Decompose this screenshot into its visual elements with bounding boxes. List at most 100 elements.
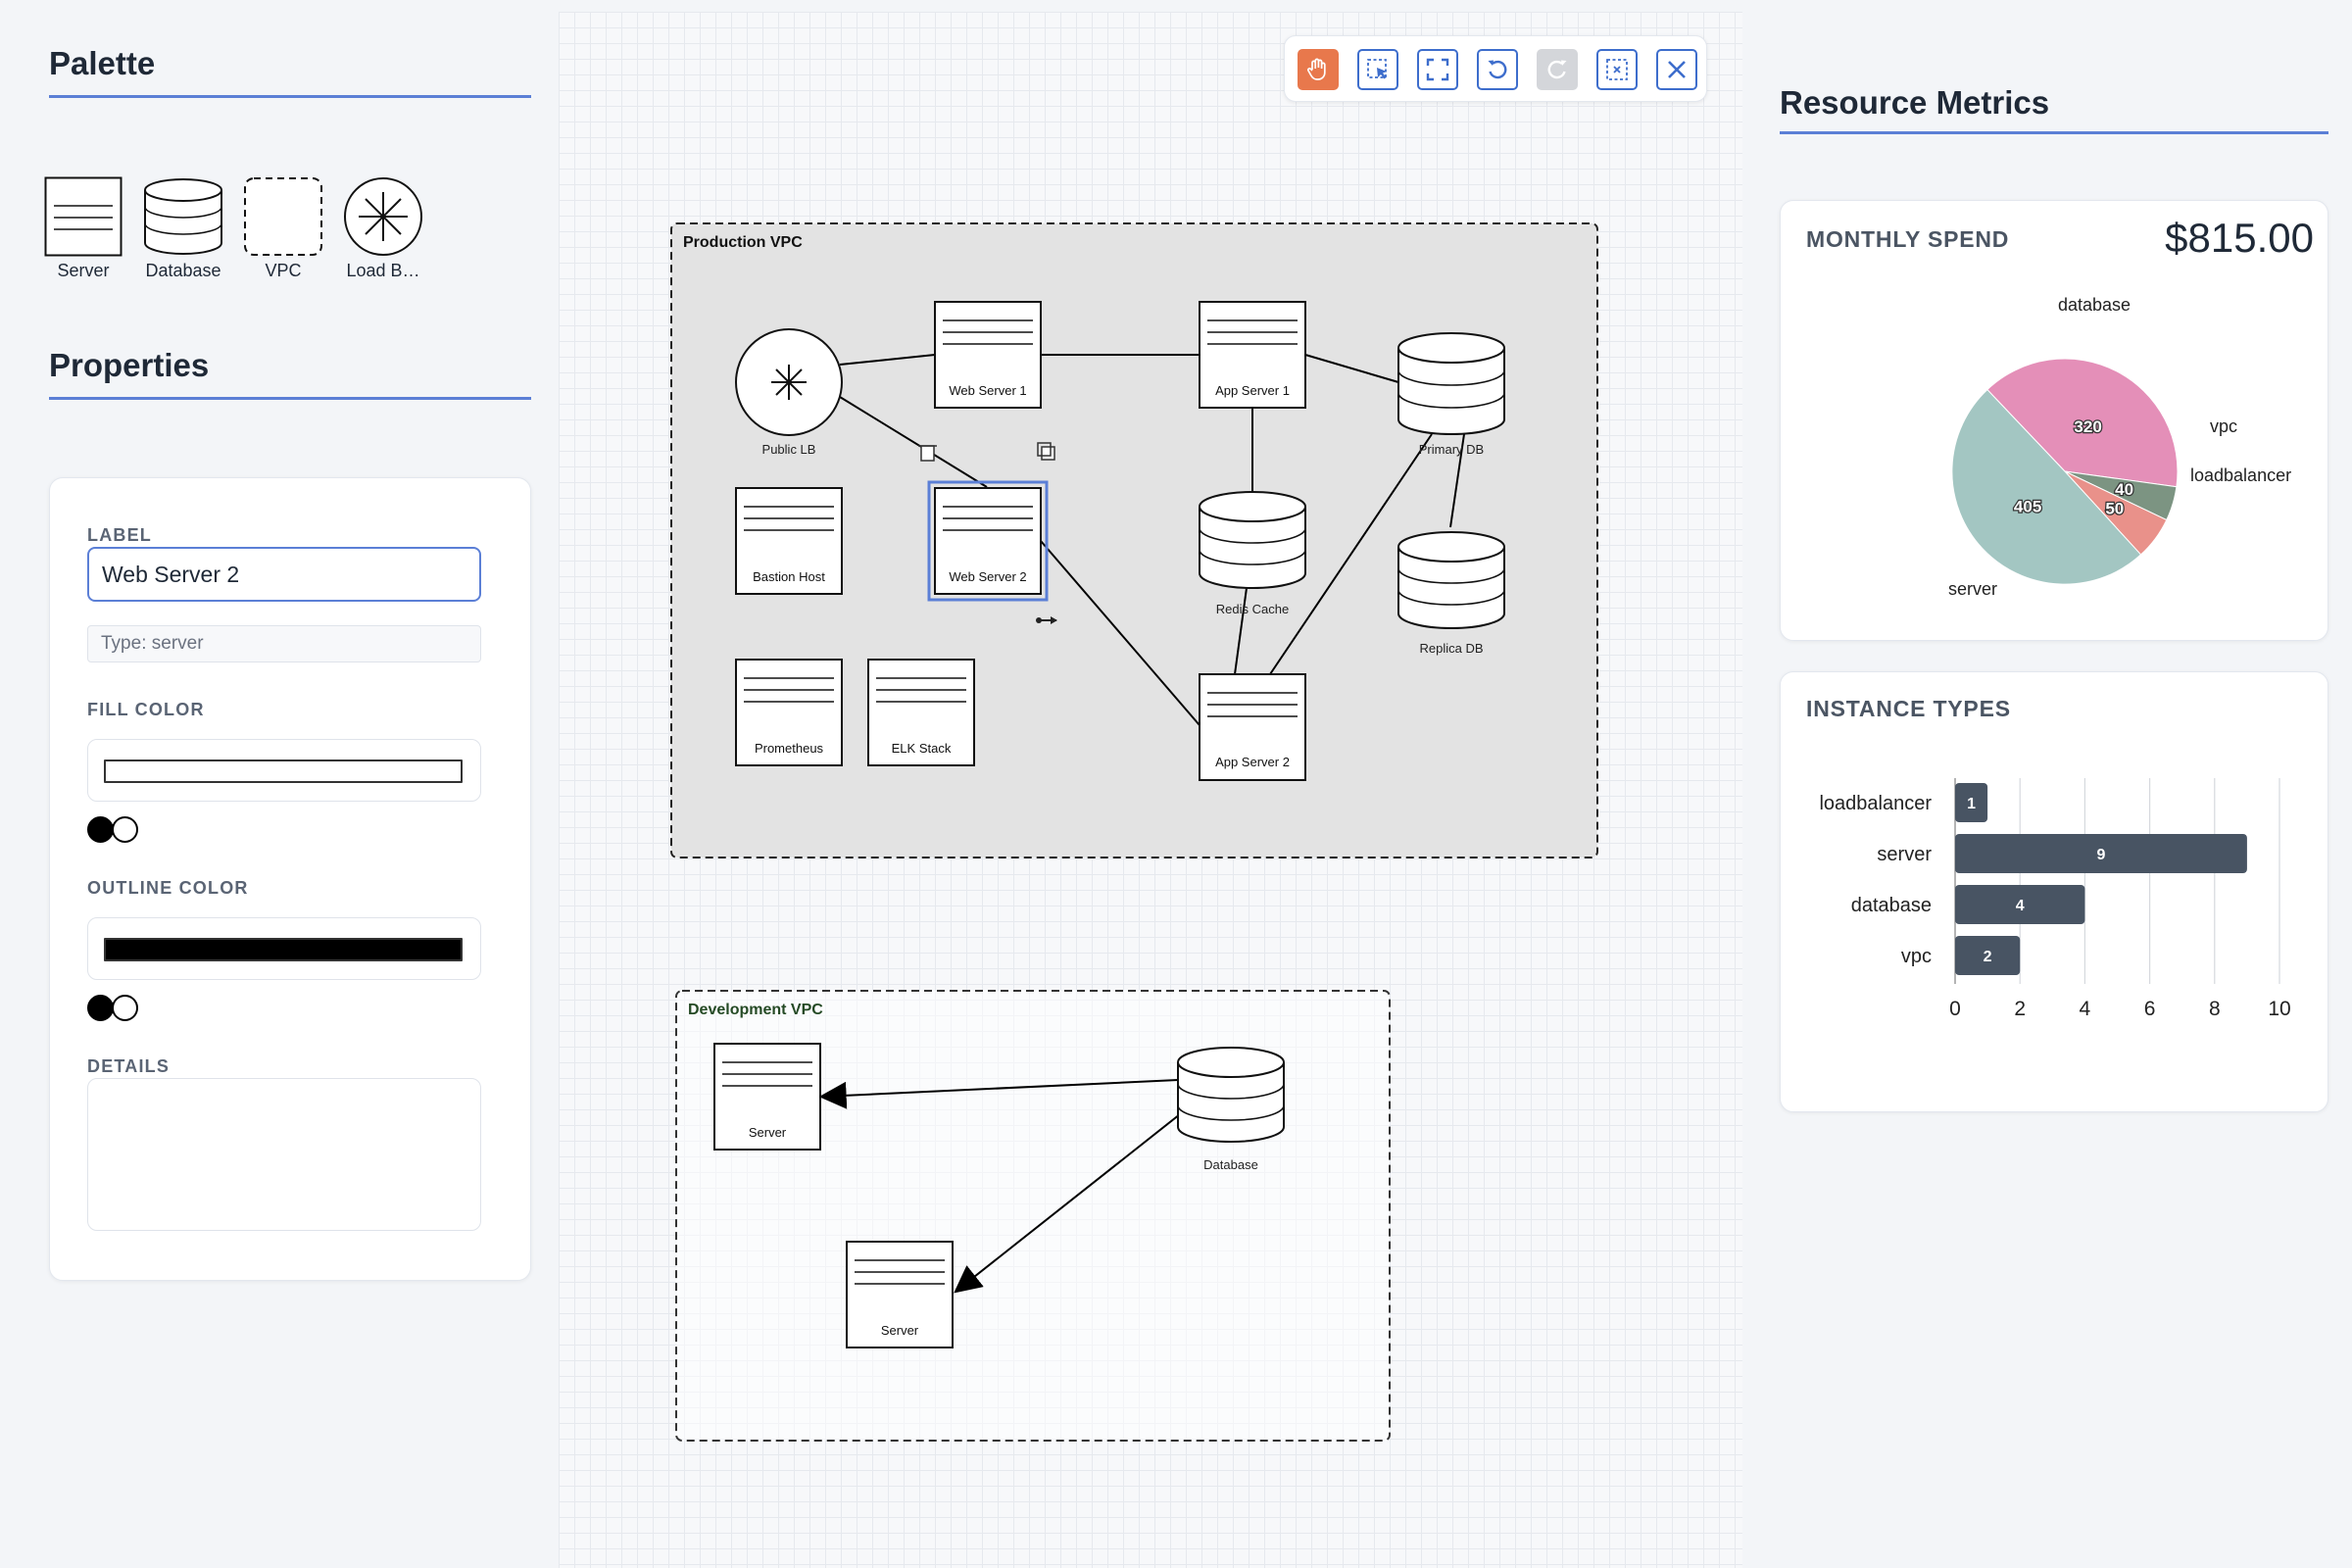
outline-color-swatch	[104, 938, 463, 961]
y-tick-label: server	[1877, 844, 1932, 865]
x-tick-label: 0	[1949, 998, 1961, 1020]
edge-devdb-server-b[interactable]	[954, 1113, 1181, 1294]
node-web-server-2[interactable]: Web Server 2	[927, 480, 1049, 602]
monthly-spend-total: $815.00	[2165, 215, 2314, 261]
palette-item-database[interactable]: Database	[139, 176, 227, 281]
duplicate-node-handle[interactable]	[1037, 442, 1055, 461]
redo-button[interactable]	[1537, 49, 1578, 90]
edge-primarydb-replicadb[interactable]	[1449, 433, 1465, 528]
edge-app1-primarydb[interactable]	[1304, 354, 1399, 383]
diagram-canvas[interactable]: Production VPC Public LB	[559, 12, 1742, 1568]
bar-vpc[interactable]	[1955, 936, 2021, 975]
load-balancer-icon	[344, 177, 422, 256]
node-app-server-2[interactable]: App Server 2	[1199, 673, 1306, 781]
redo-icon	[1547, 60, 1567, 79]
trash-icon	[920, 445, 935, 462]
node-public-lb[interactable]: Public LB	[735, 328, 843, 457]
preset-black-swatch[interactable]	[87, 995, 114, 1021]
server-icon	[1199, 673, 1306, 781]
node-web-server-1[interactable]: Web Server 1	[934, 301, 1042, 409]
undo-icon	[1488, 60, 1507, 79]
bar-database[interactable]	[1955, 885, 2085, 924]
bar-server[interactable]	[1955, 834, 2247, 873]
palette-item-label: Database	[145, 261, 221, 280]
palette-title: Palette	[49, 45, 156, 81]
close-icon	[1668, 61, 1686, 78]
preset-white-swatch[interactable]	[112, 995, 138, 1021]
node-label: App Server 2	[1215, 755, 1290, 769]
resize-node-handle[interactable]	[1036, 616, 1057, 624]
clear-selection-button[interactable]	[1596, 49, 1638, 90]
database-icon	[1397, 332, 1505, 435]
deselect-icon	[1606, 59, 1628, 80]
pie-value-label: 40	[2115, 480, 2133, 499]
edge-lb-web2[interactable]	[839, 396, 988, 488]
preset-white-swatch[interactable]	[112, 816, 138, 843]
node-label: Redis Cache	[1216, 602, 1289, 616]
label-input[interactable]: Web Server 2	[87, 547, 481, 602]
node-app-server-1[interactable]: App Server 1	[1199, 301, 1306, 409]
server-icon	[44, 176, 122, 257]
pie-category-label: vpc	[2210, 416, 2237, 436]
pie-slice-server[interactable]	[1951, 388, 2142, 585]
properties-title: Properties	[49, 347, 210, 383]
production-vpc-label: Production VPC	[683, 234, 803, 251]
node-label: Primary DB	[1419, 442, 1484, 457]
fit-view-button[interactable]	[1417, 49, 1458, 90]
y-tick-label: database	[1851, 895, 1932, 916]
fullscreen-icon	[1426, 58, 1449, 81]
y-tick-label: loadbalancer	[1819, 793, 1932, 814]
node-redis-cache[interactable]: Redis Cache	[1199, 491, 1306, 616]
properties-card: LABEL Web Server 2 Type: server FILL COL…	[49, 477, 531, 1281]
outline-color-heading: OUTLINE COLOR	[87, 878, 249, 898]
node-label: Replica DB	[1419, 641, 1483, 656]
node-primary-db[interactable]: Primary DB	[1397, 332, 1505, 457]
node-dev-server-b[interactable]: Server	[846, 1241, 954, 1348]
node-label: Server	[749, 1125, 787, 1140]
edge-devdb-server-a[interactable]	[818, 1079, 1179, 1109]
database-icon	[1397, 531, 1505, 629]
left-sidebar: Palette Server Database VPC	[12, 12, 557, 1568]
edge-primarydb-app2[interactable]	[1269, 433, 1433, 675]
node-replica-db[interactable]: Replica DB	[1397, 531, 1505, 656]
label-field-heading: LABEL	[87, 525, 152, 545]
fill-color-picker[interactable]	[87, 739, 481, 802]
bar-loadbalancer[interactable]	[1955, 783, 1988, 822]
palette-item-server[interactable]: Server	[39, 176, 127, 281]
edge-web2-app2[interactable]	[1040, 540, 1200, 726]
edge-redis-app2[interactable]	[1234, 587, 1248, 675]
x-tick-label: 8	[2209, 998, 2221, 1020]
pie-slice-database[interactable]	[1986, 358, 2179, 488]
node-label: Bastion Host	[753, 569, 825, 584]
delete-node-handle[interactable]	[918, 445, 937, 462]
close-button[interactable]	[1656, 49, 1697, 90]
node-bastion-host[interactable]: Bastion Host	[735, 487, 843, 595]
bar-value-label: 2	[1984, 949, 1992, 965]
server-icon	[867, 659, 975, 766]
database-icon	[144, 178, 222, 255]
details-textarea[interactable]	[87, 1078, 481, 1231]
undo-button[interactable]	[1477, 49, 1518, 90]
pie-category-label: database	[2058, 295, 2131, 315]
node-dev-server-a[interactable]: Server	[713, 1043, 821, 1151]
metrics-panel: Resource Metrics MONTHLY SPEND $815.00 3…	[1744, 0, 2352, 1568]
select-tool-button[interactable]	[1357, 49, 1398, 90]
palette-item-load-balancer[interactable]: Load B…	[339, 176, 427, 281]
pie-category-label: server	[1948, 579, 1997, 599]
palette-item-label: Server	[57, 261, 110, 280]
preset-black-swatch[interactable]	[87, 816, 114, 843]
y-tick-label: vpc	[1901, 946, 1932, 967]
node-dev-database[interactable]: Database	[1177, 1047, 1285, 1172]
node-prometheus[interactable]: Prometheus	[735, 659, 843, 766]
metrics-title-rule	[1780, 131, 2328, 134]
edge-lb-web1[interactable]	[839, 354, 936, 366]
palette-item-vpc[interactable]: VPC	[239, 176, 327, 281]
monthly-spend-title: MONTHLY SPEND	[1806, 226, 2010, 252]
pan-tool-button[interactable]	[1298, 49, 1339, 90]
server-icon	[846, 1241, 954, 1348]
hand-icon	[1307, 58, 1326, 80]
node-elk-stack[interactable]: ELK Stack	[867, 659, 975, 766]
pie-category-label: loadbalancer	[2190, 466, 2291, 485]
outline-color-picker[interactable]	[87, 917, 481, 980]
